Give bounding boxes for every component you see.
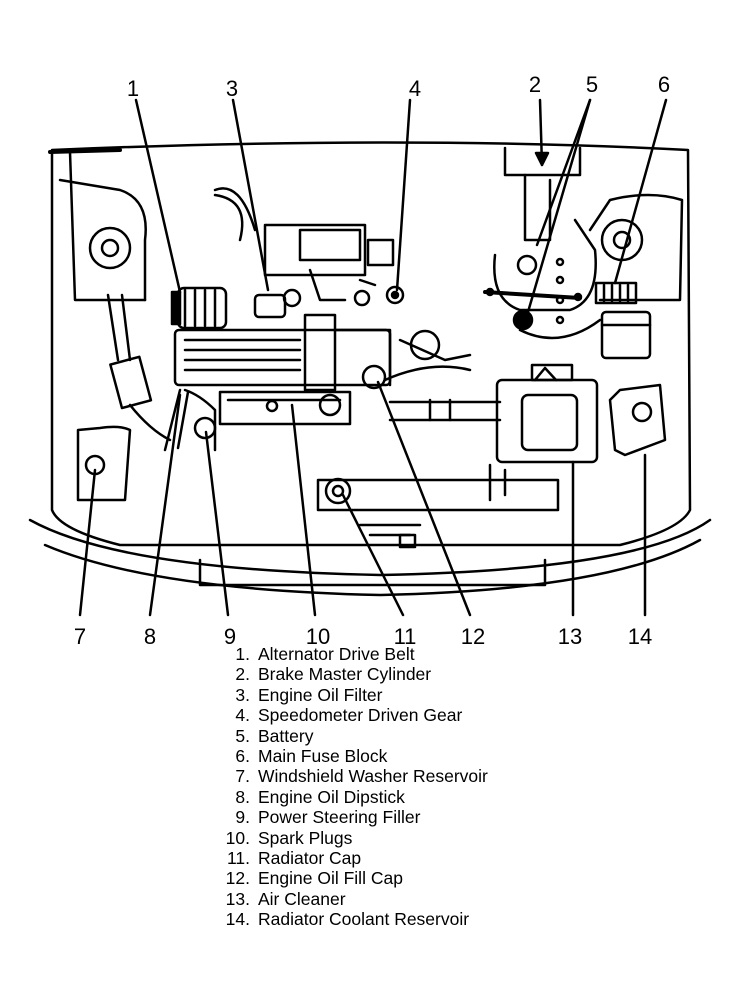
callout-2: 2 — [528, 72, 542, 97]
legend-label: Radiator Cap — [258, 847, 362, 868]
legend: 1. Alternator Drive Belt 2. Brake Master C… — [218, 644, 638, 929]
legend-number: 7. — [235, 766, 250, 787]
legend-label: Battery — [258, 725, 314, 746]
legend-number: 10. — [225, 827, 250, 848]
callout-3: 3 — [225, 76, 239, 101]
callout-10: 10 — [305, 624, 331, 649]
legend-number: 3. — [235, 684, 250, 705]
speedometer-gear — [353, 285, 405, 307]
legend-item: 7. Windshield Washer Reservoir — [218, 766, 638, 786]
legend-number: 8. — [235, 786, 250, 807]
callout-6: 6 — [657, 72, 671, 97]
callout-4: 4 — [408, 76, 422, 101]
legend-label: Engine Oil Filter — [258, 684, 383, 705]
distributor — [383, 329, 472, 382]
legend-item: 14. Radiator Coolant Reservoir — [218, 909, 638, 929]
fuse-block — [594, 281, 652, 360]
coolant-reservoir — [608, 383, 667, 457]
oil-filter — [253, 288, 302, 319]
legend-label: Air Cleaner — [258, 888, 346, 909]
legend-number: 12. — [225, 868, 250, 889]
washer-reservoir — [76, 425, 132, 502]
legend-number: 1. — [235, 644, 250, 664]
callout-14: 14 — [627, 624, 653, 649]
legend-item: 10. Spark Plugs — [218, 828, 638, 848]
legend-label: Main Fuse Block — [258, 745, 388, 766]
callout-5: 5 — [585, 72, 599, 97]
callout-1: 1 — [126, 76, 140, 101]
legend-label: Spark Plugs — [258, 827, 353, 848]
legend-item: 9. Power Steering Filler — [218, 807, 638, 827]
legend-label: Brake Master Cylinder — [258, 664, 432, 685]
callout-11: 11 — [393, 624, 417, 649]
legend-label: Power Steering Filler — [258, 807, 421, 828]
spark-plug-area — [163, 388, 352, 452]
legend-label: Radiator Coolant Reservoir — [258, 909, 470, 930]
radiator — [316, 463, 560, 549]
callout-9: 9 — [223, 624, 237, 649]
legend-label: Engine Oil Fill Cap — [258, 868, 403, 889]
legend-item: 5. Battery — [218, 726, 638, 746]
legend-item: 6. Main Fuse Block — [218, 746, 638, 766]
left-rods — [106, 293, 172, 442]
callout-7: 7 — [73, 624, 87, 649]
legend-item: 1. Alternator Drive Belt — [218, 644, 638, 664]
engine-compartment-diagram — [28, 98, 712, 617]
legend-label: Windshield Washer Reservoir — [258, 766, 488, 787]
battery-area — [483, 146, 602, 340]
engine-block — [173, 187, 395, 392]
legend-number: 2. — [235, 664, 250, 685]
leader-lines — [78, 98, 668, 617]
legend-item: 3. Engine Oil Filter — [218, 685, 638, 705]
legend-number: 4. — [235, 705, 250, 726]
callout-13: 13 — [557, 624, 583, 649]
oil-fill-cap — [361, 364, 387, 390]
legend-item: 11. Radiator Cap — [218, 848, 638, 868]
air-cleaner — [388, 363, 599, 464]
legend-label: Alternator Drive Belt — [258, 644, 415, 664]
body-outline — [28, 141, 712, 597]
legend-number: 5. — [235, 725, 250, 746]
legend-item: 4. Speedometer Driven Gear — [218, 705, 638, 725]
legend-item: 12. Engine Oil Fill Cap — [218, 868, 638, 888]
alternator — [170, 286, 228, 330]
legend-number: 13. — [225, 888, 250, 909]
legend-number: 14. — [225, 909, 250, 930]
legend-number: 6. — [235, 745, 250, 766]
legend-item: 8. Engine Oil Dipstick — [218, 787, 638, 807]
legend-label: Engine Oil Dipstick — [258, 786, 405, 807]
legend-label: Speedometer Driven Gear — [258, 705, 463, 726]
legend-number: 11. — [226, 847, 250, 868]
left-strut-tower — [88, 226, 132, 270]
legend-item: 2. Brake Master Cylinder — [218, 664, 638, 684]
callout-12: 12 — [460, 624, 486, 649]
callout-8: 8 — [143, 624, 157, 649]
legend-item: 13. Air Cleaner — [218, 889, 638, 909]
legend-number: 9. — [235, 807, 250, 828]
